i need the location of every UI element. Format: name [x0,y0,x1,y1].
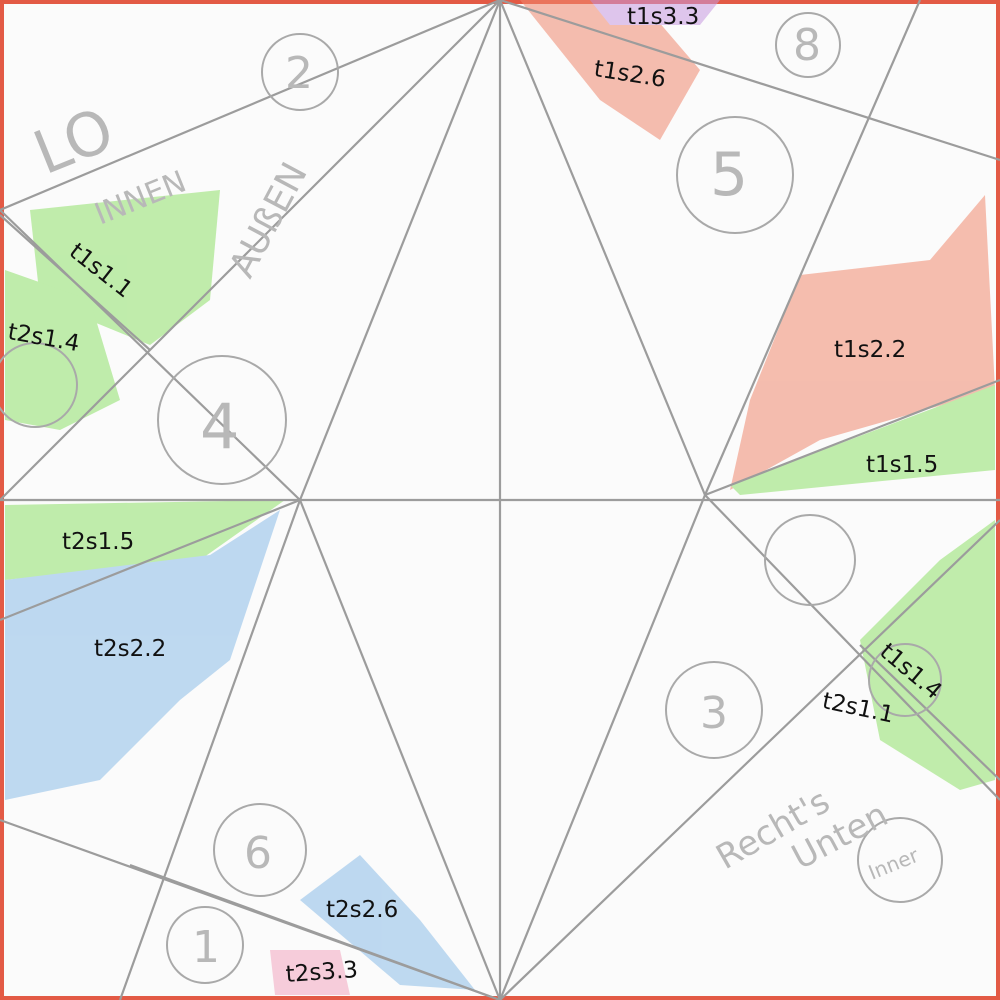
circle-digit-8 [775,12,841,78]
circle-digit-4 [157,355,287,485]
circle-digit-2 [261,33,339,111]
circle-digit-3 [665,661,763,759]
digit-5: 5 [710,140,748,210]
circle-digit-1 [166,906,244,984]
green-region-left-edge [5,270,120,430]
digit-2: 2 [285,48,313,99]
circle-digit-5 [676,116,794,234]
circle-digits: 2 8 5 4 3 6 1 [192,20,821,973]
red-region-top [520,0,700,140]
circle-inner-corner [857,817,943,903]
label-t2s2-6: t2s2.6 [326,897,399,923]
colored-regions [5,0,995,995]
digit-1: 1 [192,922,220,973]
digit-8: 8 [793,20,821,71]
label-t1s2-2: t1s2.2 [834,337,907,363]
green-region-left-middle [5,500,285,580]
circle-left-edge [0,342,78,428]
green-region-right-lower [860,520,995,790]
circle-right-lower [868,643,942,717]
digit-3: 3 [700,688,728,739]
pink-region-bottom [270,950,350,995]
label-t2s1-5: t2s1.5 [62,529,135,555]
label-t1s1-5: t1s1.5 [866,452,939,478]
label-t1s3-3: t1s3.3 [627,4,700,30]
red-region-right [730,195,995,490]
blue-region-bottom [300,855,475,990]
purple-region-top [590,0,720,25]
label-t2s2-2: t2s2.2 [94,636,167,662]
circle-digit-6 [213,803,307,897]
digit-4: 4 [200,390,239,463]
green-region-right [730,385,995,495]
blue-region-left [5,510,280,800]
digit-6: 6 [244,828,272,879]
pencil-circles [0,12,943,984]
label-t2s3-3: t2s3.3 [284,956,359,988]
circle-faint-right [764,514,856,606]
